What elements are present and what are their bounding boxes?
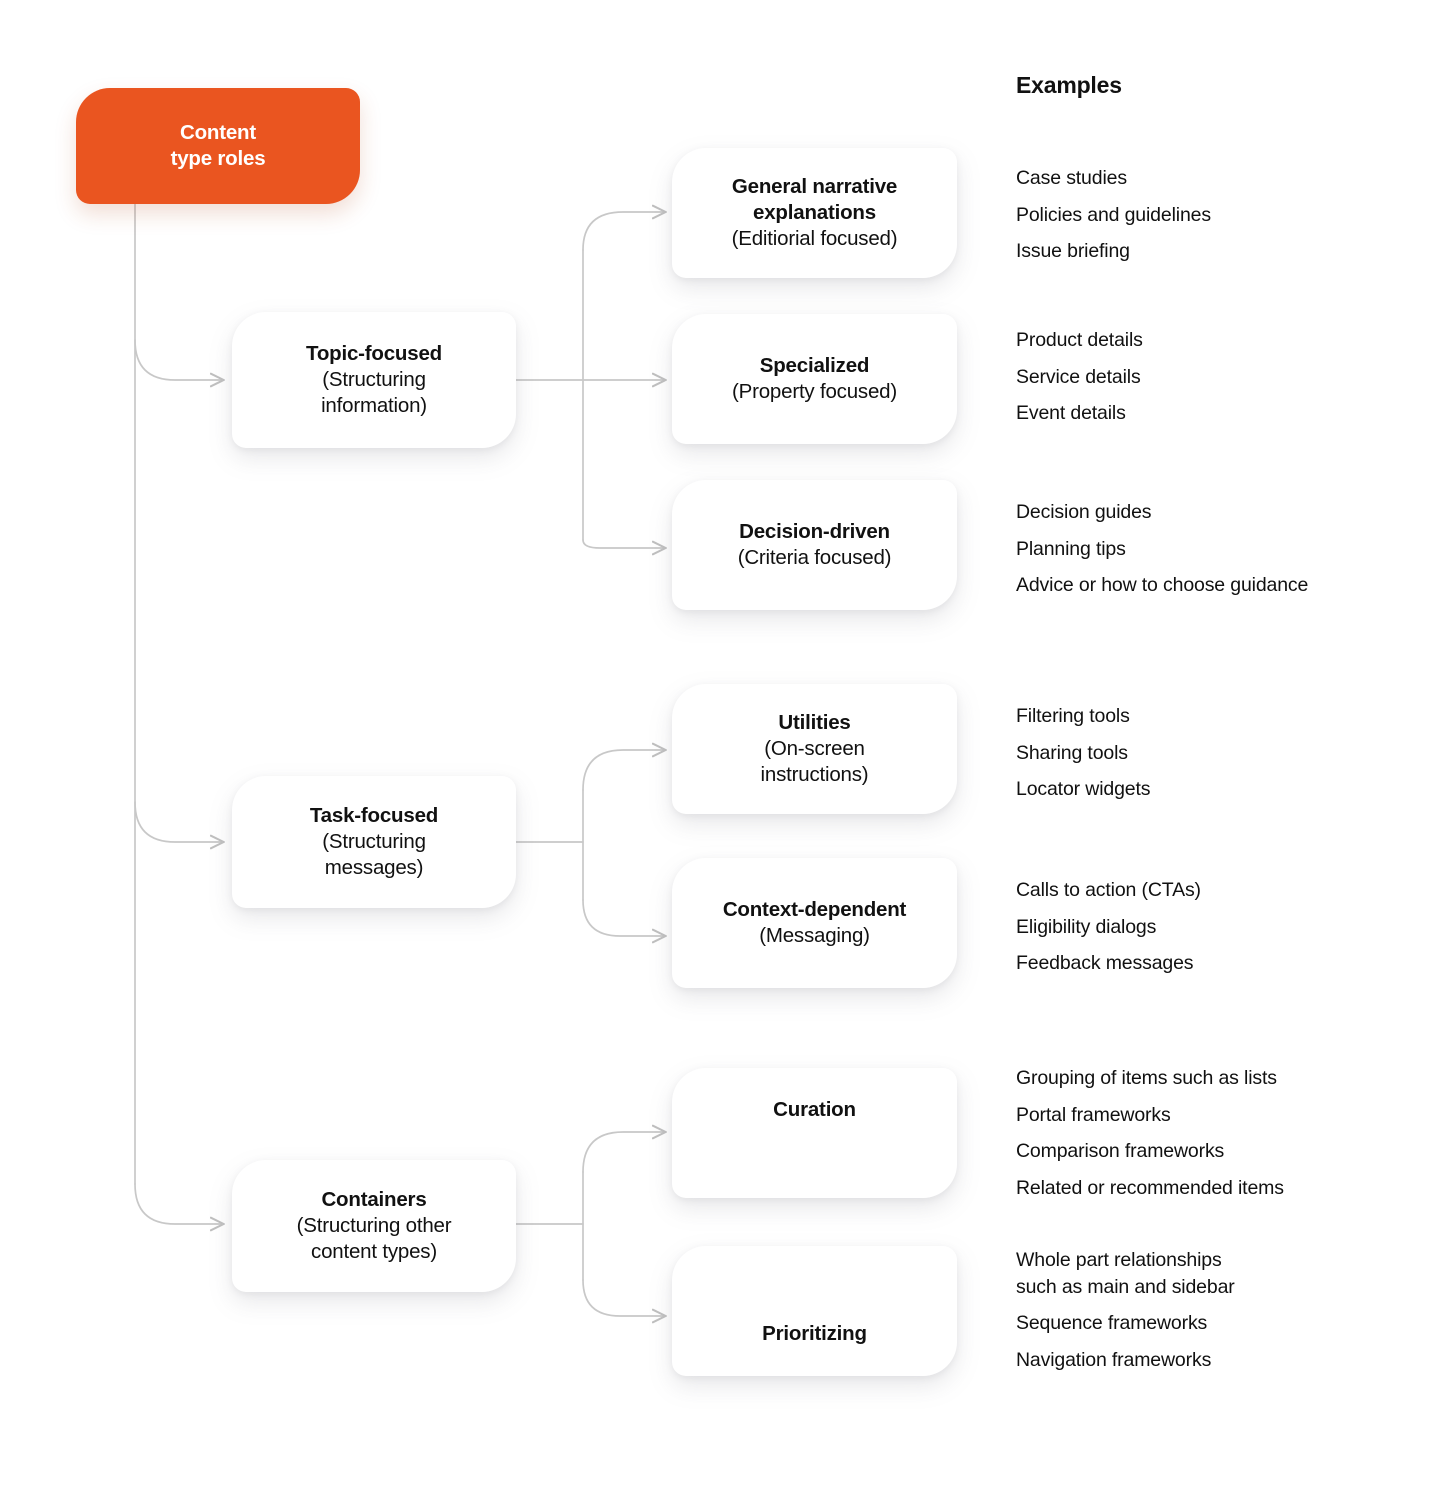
node-subtitle: (On-screen instructions) xyxy=(760,737,869,786)
examples-header: Examples xyxy=(1016,72,1122,98)
examples-utilities: Filtering tools Sharing tools Locator wi… xyxy=(1016,698,1416,808)
example-item: Locator widgets xyxy=(1016,778,1151,800)
examples-curation: Grouping of items such as lists Portal f… xyxy=(1016,1060,1416,1206)
example-item: Whole part relationships such as main an… xyxy=(1016,1249,1235,1298)
node-subtitle: (Structuring messages) xyxy=(322,830,426,879)
example-item: Planning tips xyxy=(1016,537,1126,560)
example-item: Product details xyxy=(1016,329,1143,351)
node-subtitle: (Structuring information) xyxy=(321,368,427,417)
node-title: Curation xyxy=(773,1098,856,1121)
example-item: Case studies xyxy=(1016,167,1127,189)
node-title: General narrative explanations xyxy=(731,175,898,224)
node-utilities[interactable]: Utilities (On-screen instructions) xyxy=(672,684,957,814)
node-subtitle: (Structuring other content types) xyxy=(296,1214,452,1263)
example-item: Comparison frameworks xyxy=(1016,1140,1225,1162)
example-item: Navigation frameworks xyxy=(1016,1348,1212,1371)
node-subtitle: (Property focused) xyxy=(731,380,898,403)
example-item: Feedback messages xyxy=(1016,952,1194,974)
node-curation[interactable]: Curation xyxy=(672,1068,957,1198)
examples-specialized: Product details Service details Event de… xyxy=(1016,322,1416,432)
edge-task-context xyxy=(582,899,667,936)
example-item: Eligibility dialogs xyxy=(1016,915,1157,938)
example-item: Portal frameworks xyxy=(1016,1103,1171,1126)
examples-decision-driven: Decision guides Planning tips Advice or … xyxy=(1016,494,1416,604)
edge-containers-curation xyxy=(582,1132,667,1173)
example-item: Calls to action (CTAs) xyxy=(1016,879,1201,901)
node-task-focused[interactable]: Task-focused (Structuring messages) xyxy=(232,776,516,908)
node-title: Utilities xyxy=(778,711,851,734)
example-item: Filtering tools xyxy=(1016,705,1130,727)
example-item: Service details xyxy=(1016,365,1141,388)
node-containers[interactable]: Containers (Structuring other content ty… xyxy=(232,1160,516,1292)
example-item: Decision guides xyxy=(1016,501,1152,523)
example-item: Event details xyxy=(1016,402,1126,424)
examples-context-dependent: Calls to action (CTAs) Eligibility dialo… xyxy=(1016,872,1416,982)
node-title: Task-focused xyxy=(309,804,439,827)
example-item: Advice or how to choose guidance xyxy=(1016,574,1309,596)
node-content-type-roles[interactable]: Content type roles xyxy=(76,88,360,204)
node-general-narrative-explanations[interactable]: General narrative explanations (Editiori… xyxy=(672,148,957,278)
examples-prioritizing: Whole part relationships such as main an… xyxy=(1016,1242,1416,1378)
node-title: Decision-driven xyxy=(739,520,890,543)
example-item: Related or recommended items xyxy=(1016,1176,1284,1199)
edge-task-utilities xyxy=(582,750,667,791)
node-context-dependent[interactable]: Context-dependent (Messaging) xyxy=(672,858,957,988)
node-title: Context-dependent xyxy=(722,898,907,921)
node-subtitle: (Editiorial focused) xyxy=(731,227,898,250)
root-title-line1: Content xyxy=(179,121,257,144)
example-item: Policies and guidelines xyxy=(1016,203,1211,226)
node-decision-driven[interactable]: Decision-driven (Criteria focused) xyxy=(672,480,957,610)
node-title: Prioritizing xyxy=(762,1322,867,1345)
node-specialized[interactable]: Specialized (Property focused) xyxy=(672,314,957,444)
node-subtitle: (Messaging) xyxy=(759,924,870,947)
node-title: Specialized xyxy=(759,354,870,377)
edge-root-task xyxy=(134,801,225,842)
edge-topic-decision xyxy=(582,539,667,548)
node-title: Topic-focused xyxy=(306,342,442,365)
example-item: Issue briefing xyxy=(1016,240,1130,262)
edge-root-topic xyxy=(134,339,225,380)
node-topic-focused[interactable]: Topic-focused (Structuring information) xyxy=(232,312,516,448)
examples-general-narrative-explanations: Case studies Policies and guidelines Iss… xyxy=(1016,160,1416,270)
node-subtitle: (Criteria focused) xyxy=(737,546,892,569)
edge-topic-general xyxy=(582,212,667,251)
node-title: Containers xyxy=(321,1188,427,1211)
example-item: Sharing tools xyxy=(1016,741,1128,764)
example-item: Grouping of items such as lists xyxy=(1016,1067,1277,1089)
root-title-line2: type roles xyxy=(170,147,266,170)
example-item: Sequence frameworks xyxy=(1016,1312,1208,1334)
edge-containers-prioritizing xyxy=(582,1279,667,1316)
node-prioritizing[interactable]: Prioritizing xyxy=(672,1246,957,1376)
edge-root-containers xyxy=(134,1183,225,1224)
